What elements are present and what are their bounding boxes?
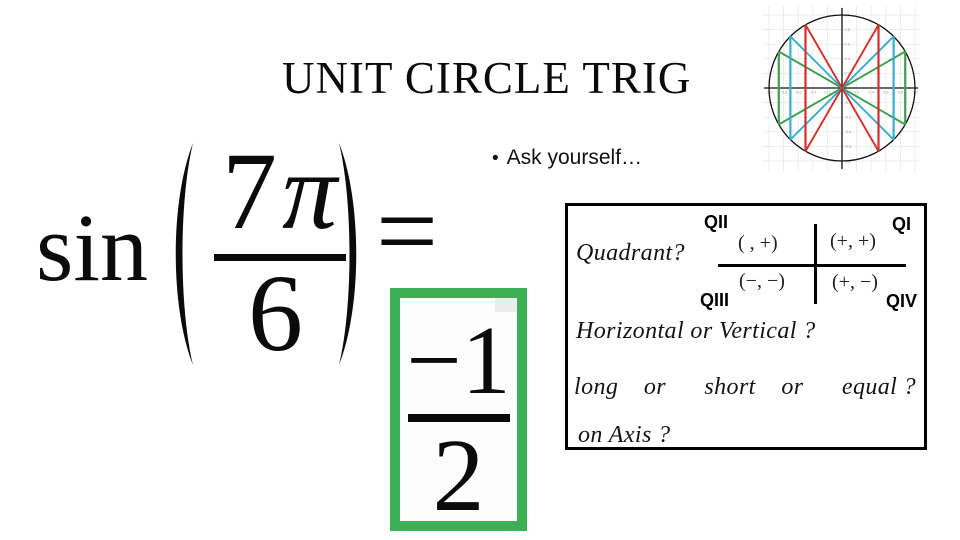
bullet-item: • Ask yourself… [492, 146, 642, 170]
pi-symbol: π [282, 130, 338, 252]
answer-box: −1 2 [390, 288, 527, 531]
svg-text:0.6: 0.6 [845, 42, 851, 47]
question-horizontal-vertical: Horizontal or Vertical ? [576, 318, 816, 344]
label-quadrant-4: QIV [886, 291, 918, 311]
label-quadrant-1: QI [892, 214, 912, 234]
svg-text:-0.6: -0.6 [845, 129, 853, 134]
label-quadrant-3: QIII [700, 290, 730, 310]
svg-text:0.6: 0.6 [883, 90, 889, 95]
svg-text:-0.6: -0.6 [795, 90, 803, 95]
question-box: Quadrant? QII QI QIII QIV ( , +) (+, +) … [565, 203, 927, 450]
svg-text:-0.8: -0.8 [845, 144, 853, 149]
question-long-short-equal: long or short or equal ? [574, 374, 917, 400]
signs-quadrant-2: ( , +) [738, 232, 778, 254]
bullet-icon: • [492, 148, 499, 169]
sin-function: sin [36, 194, 149, 301]
label-quadrant-2: QII [704, 212, 729, 232]
mini-axes-vertical [814, 224, 817, 304]
svg-text:0.8: 0.8 [898, 90, 904, 95]
answer-numerator: −1 [406, 307, 511, 415]
svg-text:0.8: 0.8 [845, 27, 851, 32]
signs-quadrant-3: (−, −) [739, 270, 785, 292]
svg-text:-0.2: -0.2 [845, 100, 853, 105]
equals-sign: = [376, 170, 439, 292]
numerator: 7π [222, 136, 337, 246]
signs-quadrant-4: (+, −) [832, 271, 878, 293]
image-artifact [495, 298, 517, 312]
svg-text:-0.4: -0.4 [809, 90, 817, 95]
svg-text:0.4: 0.4 [845, 56, 851, 61]
svg-text:0.2: 0.2 [845, 71, 851, 76]
bullet-text: Ask yourself… [506, 146, 643, 169]
question-on-axis: on Axis ? [578, 422, 671, 448]
fraction-bar [214, 254, 346, 261]
svg-text:-0.2: -0.2 [824, 90, 832, 95]
answer-fraction-bar [407, 414, 510, 422]
answer-denominator: 2 [432, 418, 485, 533]
svg-text:-0.4: -0.4 [845, 115, 853, 120]
svg-text:0.4: 0.4 [868, 90, 874, 95]
mini-axes-horizontal [718, 264, 906, 267]
svg-text:-0.8: -0.8 [780, 90, 788, 95]
signs-quadrant-1: (+, +) [830, 230, 876, 252]
right-paren [339, 143, 357, 365]
slide-title: UNIT CIRCLE TRIG [282, 53, 692, 103]
denominator: 6 [248, 252, 303, 374]
unit-circle-chart: -1.0-1.0-0.8-0.8-0.6-0.6-0.4-0.4-0.2-0.2… [762, 6, 920, 171]
left-paren [175, 143, 193, 365]
question-quadrant: Quadrant? [576, 240, 685, 266]
svg-text:0.2: 0.2 [854, 90, 860, 95]
numerator-coefficient: 7 [222, 130, 277, 252]
